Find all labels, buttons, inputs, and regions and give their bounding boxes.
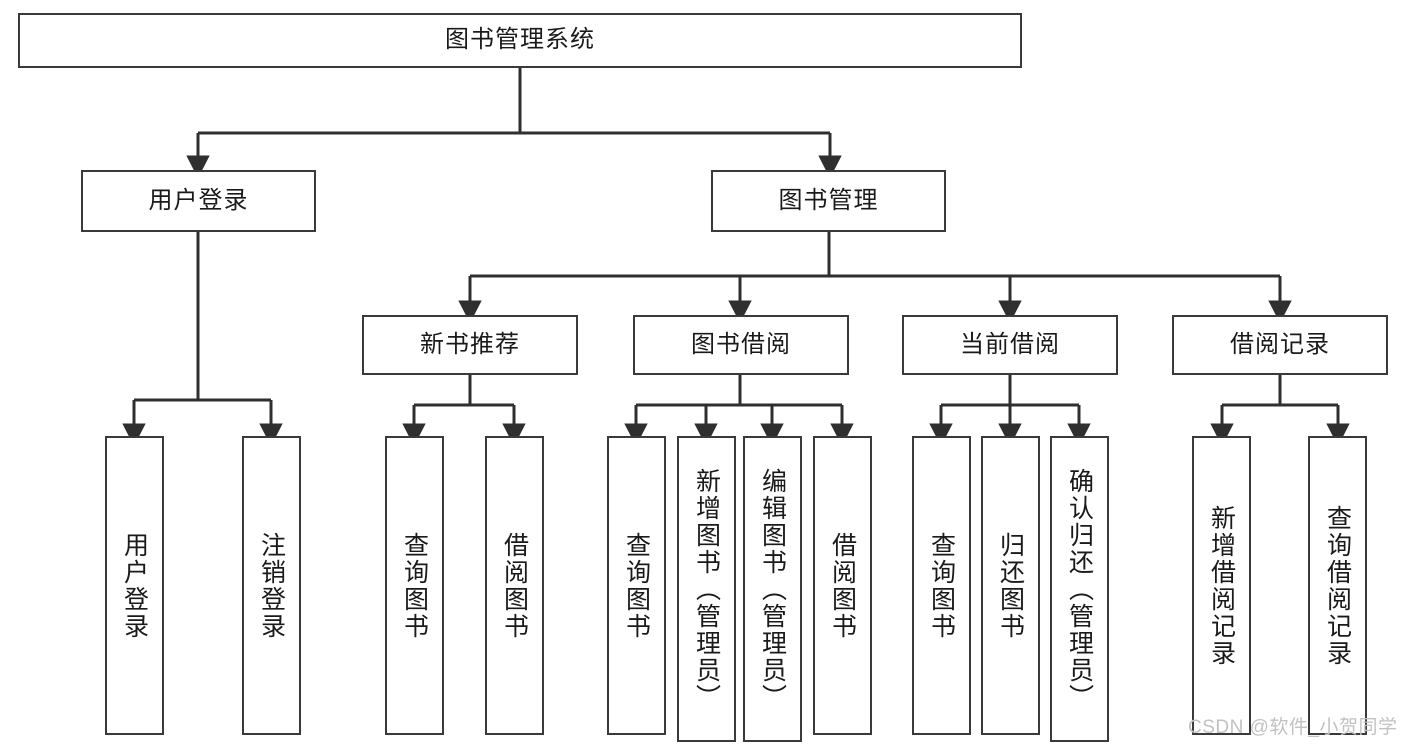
node-label: 编辑图书（管理员） [758, 467, 787, 711]
leaf-add-book-admin[interactable]: 新增图书（管理员） [677, 436, 736, 742]
leaf-edit-book-admin[interactable]: 编辑图书（管理员） [743, 436, 802, 742]
leaf-query-book-current[interactable]: 查询图书 [912, 436, 971, 735]
node-root-book-management-system[interactable]: 图书管理系统 [18, 13, 1022, 68]
node-label: 图书管理系统 [445, 26, 595, 54]
node-label: 归还图书 [996, 531, 1025, 640]
node-label: 用户登录 [148, 186, 249, 214]
leaf-add-borrow-record[interactable]: 新增借阅记录 [1192, 436, 1251, 735]
node-label: 借阅图书 [828, 531, 857, 640]
node-borrow-records[interactable]: 借阅记录 [1172, 315, 1388, 375]
node-label: 查询图书 [622, 531, 651, 640]
node-current-borrow[interactable]: 当前借阅 [902, 315, 1118, 375]
node-label: 借阅图书 [500, 531, 529, 640]
leaf-query-book-recommend[interactable]: 查询图书 [385, 436, 444, 735]
node-label: 借阅记录 [1230, 330, 1330, 358]
leaf-query-borrow-record[interactable]: 查询借阅记录 [1308, 436, 1367, 735]
leaf-logout[interactable]: 注销登录 [242, 436, 301, 735]
node-label: 用户登录 [120, 531, 149, 640]
leaf-user-login[interactable]: 用户登录 [105, 436, 164, 735]
node-label: 查询图书 [400, 531, 429, 640]
node-label: 当前借阅 [960, 330, 1060, 358]
leaf-borrow-book[interactable]: 借阅图书 [813, 436, 872, 735]
node-book-management[interactable]: 图书管理 [711, 170, 946, 232]
leaf-return-book[interactable]: 归还图书 [981, 436, 1040, 735]
node-label: 新增图书（管理员） [692, 467, 721, 711]
leaf-confirm-return-admin[interactable]: 确认归还（管理员） [1050, 436, 1109, 742]
node-label: 确认归还（管理员） [1065, 467, 1094, 711]
node-label: 图书管理 [778, 186, 879, 214]
leaf-query-book-borrow[interactable]: 查询图书 [607, 436, 666, 735]
node-label: 图书借阅 [691, 330, 791, 358]
node-new-book-recommend[interactable]: 新书推荐 [362, 315, 578, 375]
node-label: 新书推荐 [420, 330, 520, 358]
node-user-login[interactable]: 用户登录 [81, 170, 316, 232]
node-label: 注销登录 [257, 531, 286, 640]
node-book-borrow[interactable]: 图书借阅 [633, 315, 849, 375]
watermark: CSDN @软件_小贺同学 [1188, 717, 1398, 738]
node-label: 查询图书 [927, 531, 956, 640]
node-label: 查询借阅记录 [1323, 504, 1352, 667]
leaf-borrow-book-recommend[interactable]: 借阅图书 [485, 436, 544, 735]
node-label: 新增借阅记录 [1207, 504, 1236, 667]
